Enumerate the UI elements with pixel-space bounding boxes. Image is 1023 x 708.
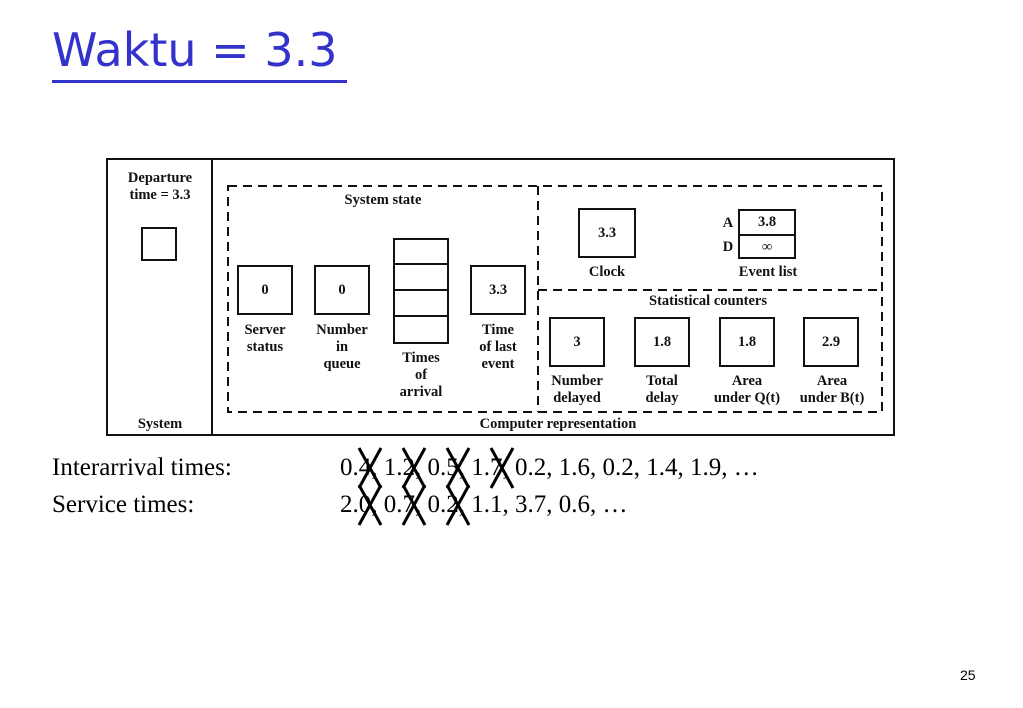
times-of-arrival-array [393,238,449,344]
strike-mark [489,447,514,489]
comma-separator: , [590,454,603,481]
number-delayed-label: Number delayed [551,373,603,406]
comma-separator: , [357,484,384,526]
comma-separator: , [401,447,428,489]
service-value: 0.6 [558,491,590,518]
server-status-label: Server status [244,322,286,355]
clock-label: Clock [588,264,626,280]
interarrival-value: 0.2 [515,454,547,481]
service-values: 2.0, 0.7, 0.2, 1.1, 3.7, 0.6, … [340,484,628,526]
total-delay-label: Total delay [645,373,679,406]
strike-mark [401,447,427,489]
comma-separator: , [445,447,472,489]
event-a-time: 3.8 [740,211,794,236]
ellipsis: … [602,491,628,518]
departure-time-label: Departure time = 3.3 [127,170,193,203]
interarrival-value: 1.4 [646,454,678,481]
event-d-time: ∞ [761,239,773,255]
system-label: System [137,416,183,432]
clock-box: 3.3 [578,208,636,258]
statistical-counters-label: Statistical counters [649,293,767,309]
comma-separator: , [502,491,515,518]
ellipsis: … [733,454,759,481]
interarrival-value: 1.6 [558,454,590,481]
comma-separator: , [590,491,603,518]
service-value: 1.1 [471,491,503,518]
area-under-q-box: 1.8 [719,317,775,367]
strike-mark [401,484,427,526]
times-of-arrival-label: Times of arrival [399,350,443,400]
departure-box [141,227,177,261]
interarrival-values: 0.4, 1.2, 0.5, 1.7, 0.2, 1.6, 0.2, 1.4, … [340,447,759,489]
service-value: 3.7 [515,491,547,518]
page-number: 25 [960,667,976,683]
dashed-region-outlines [227,185,883,413]
event-list-label: Event list [738,264,798,280]
comma-separator: , [546,454,559,481]
area-under-q-label: Area under Q(t) [713,373,781,406]
interarrival-value: 0.2 [602,454,634,481]
area-under-b-box: 2.9 [803,317,859,367]
arrival-cell [395,265,447,291]
interarrival-value: 1.9 [690,454,722,481]
service-label: Service times: [52,491,195,518]
comma-separator: , [546,491,559,518]
arrival-cell [395,240,447,265]
interarrival-label: Interarrival times: [52,454,232,481]
arrival-cell [395,291,447,317]
slide-title: Waktu = 3.3 [52,23,338,77]
number-delayed-box: 3 [549,317,605,367]
computer-representation-label: Computer representation [479,416,637,432]
number-in-queue-label: Number in queue [316,322,368,372]
number-in-queue-box: 0 [314,265,370,315]
simulation-state-figure: Departure time = 3.3 System System state… [106,158,895,436]
strike-mark [357,447,383,489]
arrival-cell [395,317,447,342]
event-key-a: A [722,215,734,231]
comma-separator: , [721,454,734,481]
comma-separator: , [445,484,472,526]
comma-separator: , [401,484,428,526]
strike-mark [445,484,471,526]
title-underline [52,80,347,83]
system-state-label: System state [344,192,422,208]
comma-separator: , [677,454,690,481]
system-divider [211,160,213,434]
event-list-table: 3.8 ∞ [738,209,796,259]
event-key-d: D [722,239,734,255]
comma-separator: , [489,447,516,489]
comma-separator: , [633,454,647,481]
strike-mark [357,484,383,526]
time-of-last-event-box: 3.3 [470,265,526,315]
total-delay-box: 1.8 [634,317,690,367]
time-of-last-event-label: Time of last event [479,322,517,372]
strike-mark [445,447,471,489]
server-status-box: 0 [237,265,293,315]
area-under-b-label: Area under B(t) [799,373,865,406]
comma-separator: , [357,447,384,489]
